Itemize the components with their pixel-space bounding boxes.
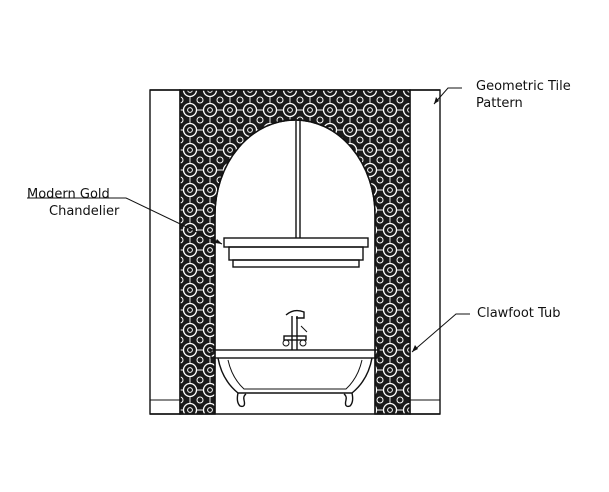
leader-chandelier [27, 197, 223, 245]
tub-faucet [282, 309, 308, 350]
label-chandelier-line-1: Modern Gold [27, 187, 110, 202]
label-geometric-tile-pattern: Geometric Tile Pattern [476, 78, 571, 112]
left-pilaster [149, 89, 181, 415]
label-clawfoot-tub: Clawfoot Tub [477, 306, 561, 321]
right-pilaster [409, 89, 441, 415]
arch-opening [214, 119, 376, 414]
leader-tile-pattern [433, 87, 462, 105]
leader-tub [411, 313, 470, 353]
label-tile-line-1: Geometric Tile [476, 79, 571, 94]
label-tile-line-2: Pattern [476, 96, 523, 111]
clawfoot-tub [210, 349, 380, 408]
modern-gold-chandelier [223, 121, 369, 268]
label-chandelier-line-2: Chandelier [49, 204, 120, 219]
label-modern-gold-chandelier: Modern Gold Chandelier [27, 186, 119, 220]
